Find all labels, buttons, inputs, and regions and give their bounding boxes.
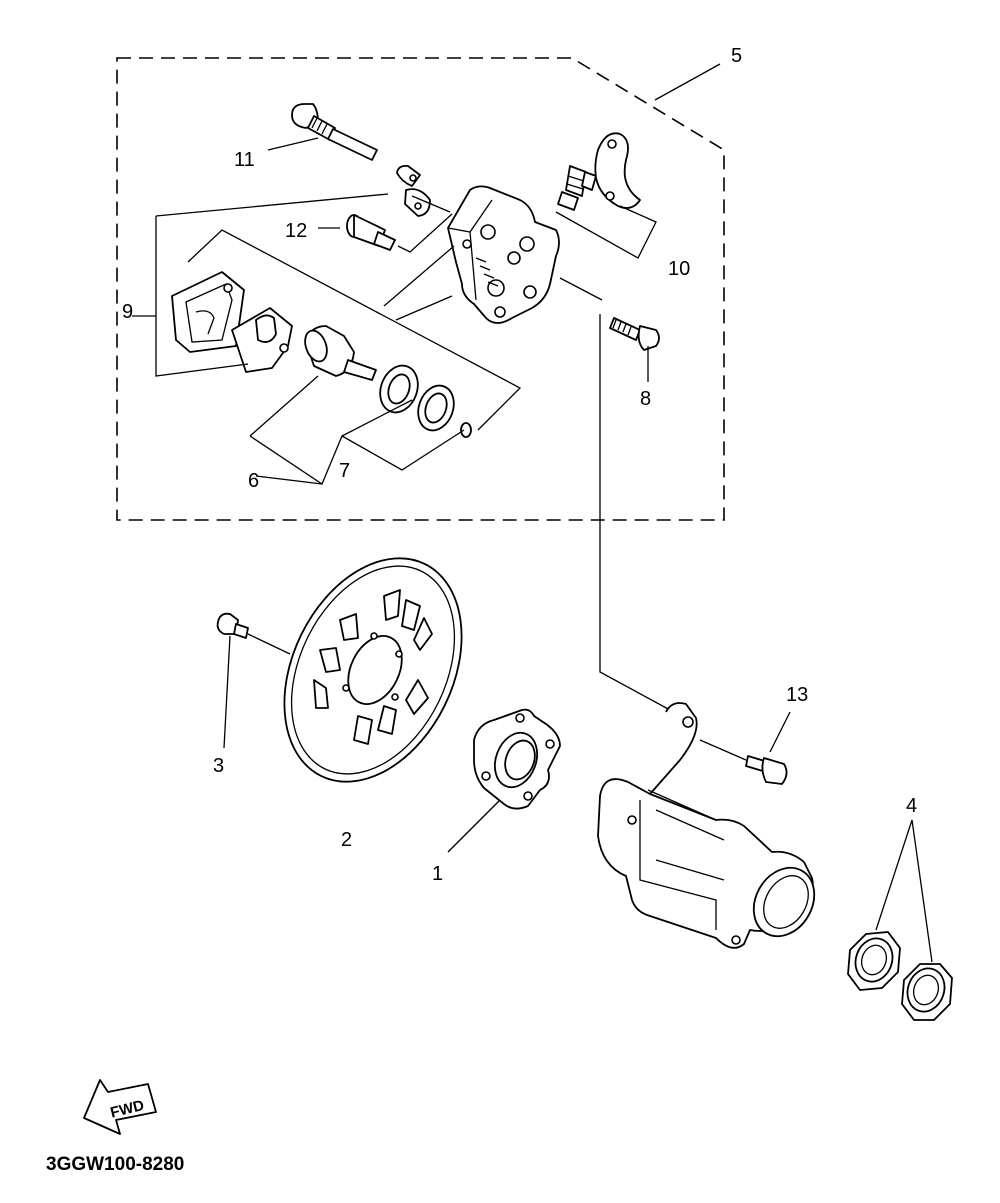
callout-6: 6	[248, 470, 259, 492]
caliper-body	[447, 185, 560, 324]
part-4-lock-nuts	[847, 819, 953, 1021]
caliper-bracket-housing	[597, 702, 816, 949]
part-10-bleed-screw	[557, 132, 641, 211]
part-13-bolt	[699, 711, 791, 785]
caliper-leader-lines	[132, 63, 721, 711]
part-9-brake-pads	[171, 271, 293, 373]
callout-9: 9	[122, 301, 133, 323]
callout-7: 7	[339, 460, 350, 482]
part-6-piston	[304, 325, 377, 381]
caliper-assembly-boundary	[116, 57, 725, 521]
part-7-seals	[379, 364, 472, 438]
callout-10: 10	[668, 258, 690, 280]
part-12-pin	[346, 214, 396, 251]
part-11-bolt	[291, 103, 378, 161]
diagram-code: 3GGW100-8280	[46, 1154, 184, 1175]
callout-4: 4	[906, 795, 917, 817]
callout-3: 3	[213, 755, 224, 777]
callout-13: 13	[786, 684, 808, 706]
callout-2: 2	[341, 829, 352, 851]
callout-1: 1	[432, 863, 443, 885]
forward-direction-arrow: FWD	[83, 1079, 157, 1135]
callout-11: 11	[234, 149, 255, 171]
part-8-bolt	[609, 317, 660, 351]
part-1-hub	[447, 708, 561, 853]
callout-8: 8	[640, 388, 651, 410]
callout-12: 12	[285, 220, 307, 242]
part-2-brake-disc	[283, 557, 463, 783]
pad-spring-clip	[396, 164, 431, 217]
callout-5: 5	[731, 45, 742, 67]
part-3-disc-bolt	[216, 612, 291, 749]
